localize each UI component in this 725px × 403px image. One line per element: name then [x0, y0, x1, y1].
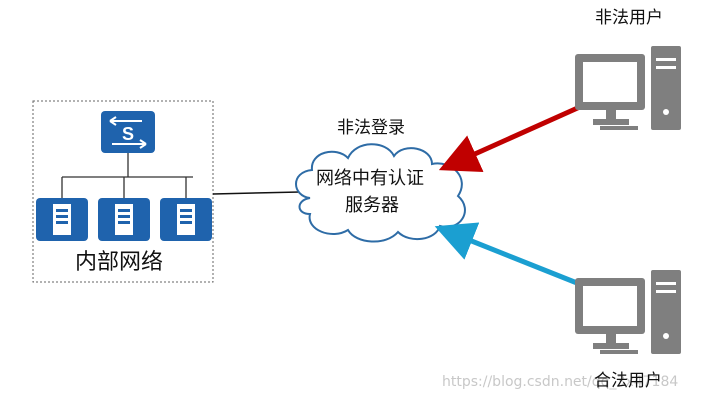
switch-server-links [61, 153, 193, 198]
network-link [212, 191, 301, 195]
watermark: https://blog.csdn.net/qq_3x47184 [442, 374, 679, 390]
server-icon [36, 198, 88, 241]
illegal-login-label: 非法登录 [337, 118, 405, 138]
auth-server-label-line2: 服务器 [345, 195, 399, 216]
server-icon [98, 198, 150, 241]
legal-login-arrow [434, 222, 583, 288]
illegal-user-label: 非法用户 [595, 8, 663, 28]
switch-icon: S [101, 111, 155, 153]
auth-server-label-line1: 网络中有认证 [316, 168, 424, 189]
switch-letter: S [122, 124, 134, 144]
pc-icon [575, 270, 681, 354]
internal-network-label: 内部网络 [75, 250, 164, 275]
illegal-login-arrow [438, 103, 584, 172]
pc-icon [575, 46, 681, 130]
internal-network-boundary [32, 100, 214, 283]
auth-server-cloud [295, 143, 466, 243]
server-icon [160, 198, 212, 241]
legal-user-label: 合法用户 [594, 371, 662, 391]
